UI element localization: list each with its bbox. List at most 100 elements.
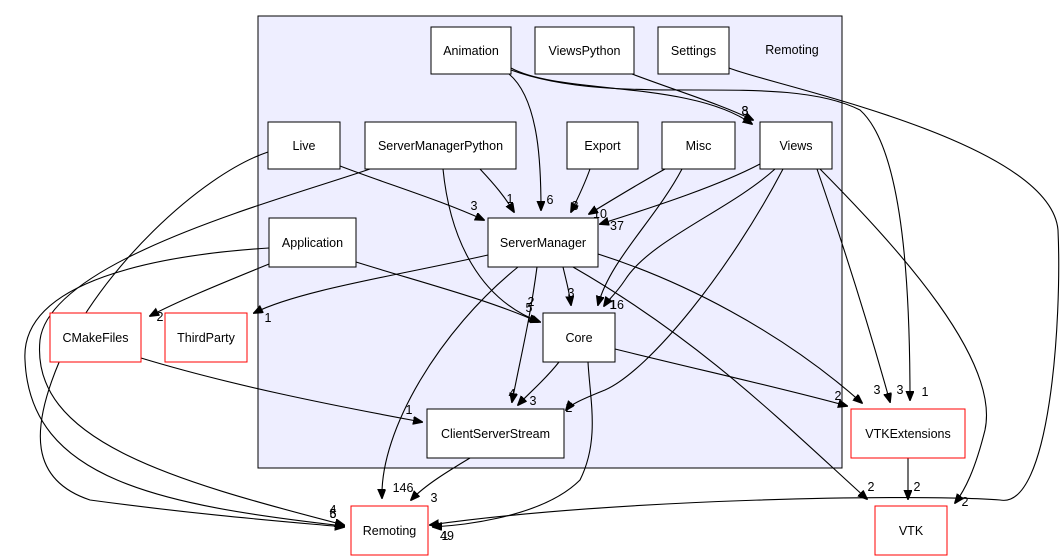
edge-weight-core-to-remoting[interactable]: 49 — [440, 529, 454, 543]
node-label: CMakeFiles — [63, 331, 129, 345]
edge-weight-animation-to-vtkextensions[interactable]: 1 — [922, 385, 929, 399]
node-core[interactable]: Core — [542, 312, 616, 363]
node-box[interactable] — [566, 121, 639, 170]
edge-views-to-servermanager — [600, 163, 761, 224]
node-settings[interactable]: Settings — [657, 26, 730, 75]
node-box[interactable] — [657, 26, 730, 75]
edge-weight-application-to-remoting[interactable]: 6 — [330, 507, 337, 521]
edge-weight-export-to-servermanager[interactable]: 3 — [572, 199, 579, 213]
node-export[interactable]: Export — [566, 121, 639, 170]
edge-servermanagerpython-to-servermanager — [479, 168, 514, 212]
edge-weight-live-to-remoting[interactable]: 4 — [330, 503, 337, 517]
edge-weight-servermanager-to-vtkextensions[interactable]: 3 — [874, 383, 881, 397]
edge-viewspython-to-views — [631, 73, 753, 120]
edge-views-to-core — [604, 168, 776, 306]
edge-servermanager-to-remoting — [382, 266, 519, 498]
node-thirdparty[interactable]: ThirdParty — [164, 312, 248, 363]
edge-misc-to-core — [598, 168, 683, 305]
node-box[interactable] — [268, 217, 357, 268]
edge-weight-views-to-servermanager[interactable]: 37 — [610, 219, 624, 233]
node-application[interactable]: Application — [268, 217, 357, 268]
edge-animation-to-vtkextensions — [510, 69, 910, 400]
edge-weight-servermanagerpython-to-remoting[interactable]: 5 — [330, 507, 337, 521]
node-viewspython[interactable]: ViewsPython — [534, 26, 635, 75]
edge-weight-servermanager-to-core[interactable]: 3 — [568, 286, 575, 300]
edge-weight-servermanager-to-thirdparty[interactable]: 1 — [265, 311, 272, 325]
node-vtk[interactable]: VTK — [874, 505, 948, 556]
node-label: Views — [779, 139, 812, 153]
node-vtkextensions[interactable]: VTKExtensions — [850, 408, 966, 459]
edge-weight-servermanagerpython-to-servermanager[interactable]: 1 — [507, 192, 514, 206]
node-label: Core — [565, 331, 592, 345]
edge-core-to-vtkextensions — [614, 348, 847, 406]
node-box[interactable] — [350, 505, 429, 556]
node-label: Settings — [671, 44, 716, 58]
edge-clientserverstream-to-remoting — [411, 457, 471, 500]
edge-export-to-servermanager — [571, 168, 591, 212]
edge-weight-settings-to-remoting[interactable]: 1 — [442, 529, 449, 543]
node-box[interactable] — [874, 505, 948, 556]
node-box[interactable] — [534, 26, 635, 75]
node-live[interactable]: Live — [267, 121, 341, 170]
node-label: Export — [584, 139, 621, 153]
edge-servermanager-to-vtk — [572, 266, 867, 499]
edge-cmakefiles-to-clientserverstream — [140, 357, 422, 422]
edge-settings-to-remoting — [430, 67, 1060, 525]
edge-weight-views-to-vtk[interactable]: 2 — [962, 495, 969, 509]
edge-weight-servermanager-to-remoting[interactable]: 146 — [393, 481, 414, 495]
node-clientserverstream[interactable]: ClientServerStream — [426, 408, 565, 459]
node-remoting[interactable]: Remoting — [350, 505, 429, 556]
node-views[interactable]: Views — [759, 121, 833, 170]
node-box[interactable] — [759, 121, 833, 170]
node-label: Application — [282, 236, 343, 250]
edge-animation-to-servermanager — [508, 73, 541, 210]
node-label: Remoting — [363, 524, 417, 538]
node-box[interactable] — [426, 408, 565, 459]
edge-weight-application-to-core[interactable]: 5 — [526, 301, 533, 315]
edge-weight-animation-to-servermanager[interactable]: 6 — [547, 193, 554, 207]
node-label: Animation — [443, 44, 499, 58]
node-cmakefiles[interactable]: CMakeFiles — [49, 312, 142, 363]
node-box[interactable] — [542, 312, 616, 363]
node-label: ServerManagerPython — [378, 139, 503, 153]
edge-weight-servermanager-to-clientserverstream[interactable]: 4 — [509, 387, 516, 401]
edge-servermanager-to-vtkextensions — [597, 253, 862, 403]
edge-weight-vtkextensions-to-vtk[interactable]: 2 — [914, 480, 921, 494]
node-servermanagerpython[interactable]: ServerManagerPython — [364, 121, 517, 170]
edge-weight-views-to-clientserverstream[interactable]: 2 — [566, 401, 573, 415]
edge-weight-servermanager-to-vtk[interactable]: 2 — [868, 480, 875, 494]
node-box[interactable] — [164, 312, 248, 363]
node-box[interactable] — [661, 121, 736, 170]
edge-weight-core-to-clientserverstream[interactable]: 3 — [530, 394, 537, 408]
edge-views-to-vtkextensions — [816, 168, 890, 402]
edge-servermanager-to-clientserverstream — [512, 266, 538, 402]
edge-weight-animation-to-views[interactable]: 8 — [742, 104, 749, 118]
edge-weight-views-to-core[interactable]: 16 — [610, 298, 624, 312]
node-servermanager[interactable]: ServerManager — [487, 217, 599, 268]
edge-weight-clientserverstream-to-remoting[interactable]: 3 — [431, 491, 438, 505]
edge-weight-cmakefiles-to-clientserverstream[interactable]: 1 — [406, 403, 413, 417]
node-misc[interactable]: Misc — [661, 121, 736, 170]
edge-servermanagerpython-to-remoting — [39, 168, 371, 525]
node-box[interactable] — [49, 312, 142, 363]
node-label: Live — [293, 139, 316, 153]
edge-weight-application-to-cmakefiles[interactable]: 2 — [157, 310, 164, 324]
edge-weight-viewspython-to-views[interactable]: 3 — [742, 104, 749, 118]
cluster-label: Remoting — [765, 43, 819, 57]
edge-weight-views-to-vtkextensions[interactable]: 3 — [897, 383, 904, 397]
node-box[interactable] — [487, 217, 599, 268]
edge-weight-misc-to-core[interactable]: 1 — [610, 298, 617, 312]
edge-core-to-remoting — [433, 361, 593, 527]
node-box[interactable] — [364, 121, 517, 170]
edge-weight-core-to-vtkextensions[interactable]: 2 — [835, 389, 842, 403]
edge-weight-servermanagerpython-to-core[interactable]: 2 — [528, 295, 535, 309]
edge-live-to-servermanager — [339, 165, 484, 220]
edge-weight-live-to-servermanager[interactable]: 3 — [471, 199, 478, 213]
node-box[interactable] — [850, 408, 966, 459]
edge-core-to-clientserverstream — [518, 361, 560, 405]
node-box[interactable] — [430, 26, 512, 75]
node-animation[interactable]: Animation — [430, 26, 512, 75]
node-box[interactable] — [267, 121, 341, 170]
